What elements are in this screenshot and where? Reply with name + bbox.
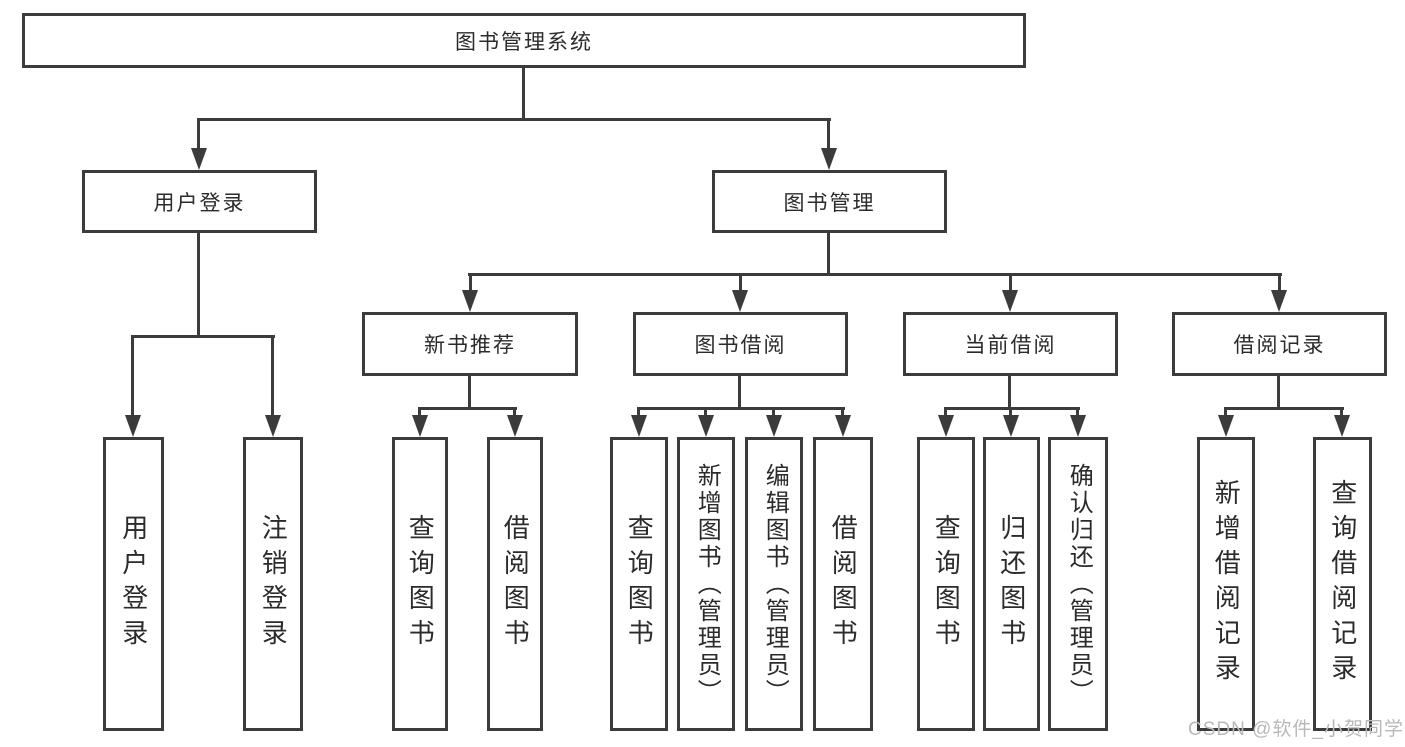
node-leaf-query-books-recommend-label: 查询图书 [405,514,436,654]
connector-line [841,407,844,416]
node-leaf-add-borrow-record-label: 新增借阅记录 [1211,479,1242,689]
node-leaf-confirm-return-admin: 确认归还（管理员） [1048,437,1108,731]
arrowhead-down-icon [1003,415,1019,437]
arrowhead-down-icon [1070,415,1086,437]
node-leaf-borrow-books-recommend: 借阅图书 [487,437,543,731]
arrowhead-down-icon [412,415,428,437]
node-borrowing-records: 借阅记录 [1172,312,1387,376]
connector-line [469,273,472,293]
node-leaf-user-login-label: 用户登录 [118,514,149,654]
node-leaf-confirm-return-admin-label: 确认归还（管理员） [1065,462,1093,706]
connector-line [1009,273,1012,293]
connector-line [418,407,517,410]
connector-line [271,335,274,416]
connector-line [197,233,200,335]
connector-line [944,407,1080,410]
connector-line [1076,407,1079,416]
connector-line [197,118,200,151]
arrowhead-down-icon [698,415,714,437]
connector-line [738,376,741,407]
node-leaf-query-books-borrowing: 查询图书 [610,437,668,731]
arrowhead-down-icon [507,415,523,437]
connector-line [772,407,775,416]
node-leaf-logout: 注销登录 [243,437,303,731]
node-leaf-add-borrow-record: 新增借阅记录 [1197,437,1255,731]
arrowhead-down-icon [766,415,782,437]
node-book-management-label: 图书管理 [783,191,876,215]
connector-line [1340,407,1343,416]
connector-line [637,407,845,410]
arrowhead-down-icon [191,148,207,170]
connector-line [1278,273,1281,293]
node-leaf-query-borrow-record: 查询借阅记录 [1313,437,1372,731]
connector-line [468,273,1282,276]
node-book-borrowing: 图书借阅 [633,312,848,376]
node-new-book-recommend-label: 新书推荐 [424,334,516,357]
arrowhead-down-icon [821,148,837,170]
connector-line [468,376,471,407]
node-leaf-edit-books-admin-label: 编辑图书（管理员） [761,462,789,706]
node-leaf-edit-books-admin: 编辑图书（管理员） [745,437,803,731]
connector-line [1008,376,1011,407]
arrowhead-down-icon [631,415,647,437]
node-leaf-return-books-label: 归还图书 [996,514,1027,654]
connector-line [739,273,742,293]
node-leaf-query-books-borrowing-label: 查询图书 [624,514,655,654]
connector-line [827,233,830,273]
node-leaf-borrow-books-borrowing-label: 借阅图书 [828,514,859,654]
node-borrowing-records-label: 借阅记录 [1233,334,1326,357]
connector-line [637,407,640,416]
connector-line [197,118,831,121]
arrowhead-down-icon [835,415,851,437]
connector-line [1224,407,1227,416]
node-leaf-user-login: 用户登录 [103,437,164,731]
connector-line [131,335,275,338]
arrowhead-down-icon [938,415,954,437]
arrowhead-down-icon [1334,415,1350,437]
connector-line [131,335,134,416]
connector-line [827,118,830,151]
node-new-book-recommend: 新书推荐 [362,312,578,376]
node-leaf-return-books: 归还图书 [983,437,1040,731]
connector-line [418,407,421,416]
node-book-management: 图书管理 [712,170,947,233]
node-leaf-borrow-books-recommend-label: 借阅图书 [500,514,531,654]
connector-line [944,407,947,416]
arrowhead-down-icon [1002,290,1018,312]
arrowhead-down-icon [1218,415,1234,437]
node-leaf-logout-label: 注销登录 [258,514,289,654]
node-current-borrowing: 当前借阅 [903,312,1118,376]
node-leaf-add-books-admin-label: 新增图书（管理员） [693,462,721,706]
arrowhead-down-icon [265,415,281,437]
connector-line [1224,407,1344,410]
node-root-label: 图书管理系统 [455,30,593,54]
node-leaf-query-books-current-label: 查询图书 [931,514,962,654]
connector-line [1277,376,1280,407]
arrowhead-down-icon [462,290,478,312]
connector-line [704,407,707,416]
connector-line [513,407,516,416]
arrowhead-down-icon [125,415,141,437]
watermark-text: CSDN @软件_小贺同学 [1188,719,1404,740]
node-current-borrowing-label: 当前借阅 [964,334,1057,357]
node-leaf-query-borrow-record-label: 查询借阅记录 [1327,479,1358,689]
node-user-login: 用户登录 [82,170,317,233]
arrowhead-down-icon [1271,290,1287,312]
node-root: 图书管理系统 [22,13,1026,68]
node-user-login-label: 用户登录 [153,191,246,215]
connector-line [1009,407,1012,416]
node-leaf-add-books-admin: 新增图书（管理员） [677,437,735,731]
arrowhead-down-icon [732,290,748,312]
node-leaf-borrow-books-borrowing: 借阅图书 [813,437,873,731]
node-leaf-query-books-recommend: 查询图书 [392,437,448,731]
node-book-borrowing-label: 图书借阅 [694,334,787,357]
node-leaf-query-books-current: 查询图书 [917,437,975,731]
connector-line [522,68,525,118]
